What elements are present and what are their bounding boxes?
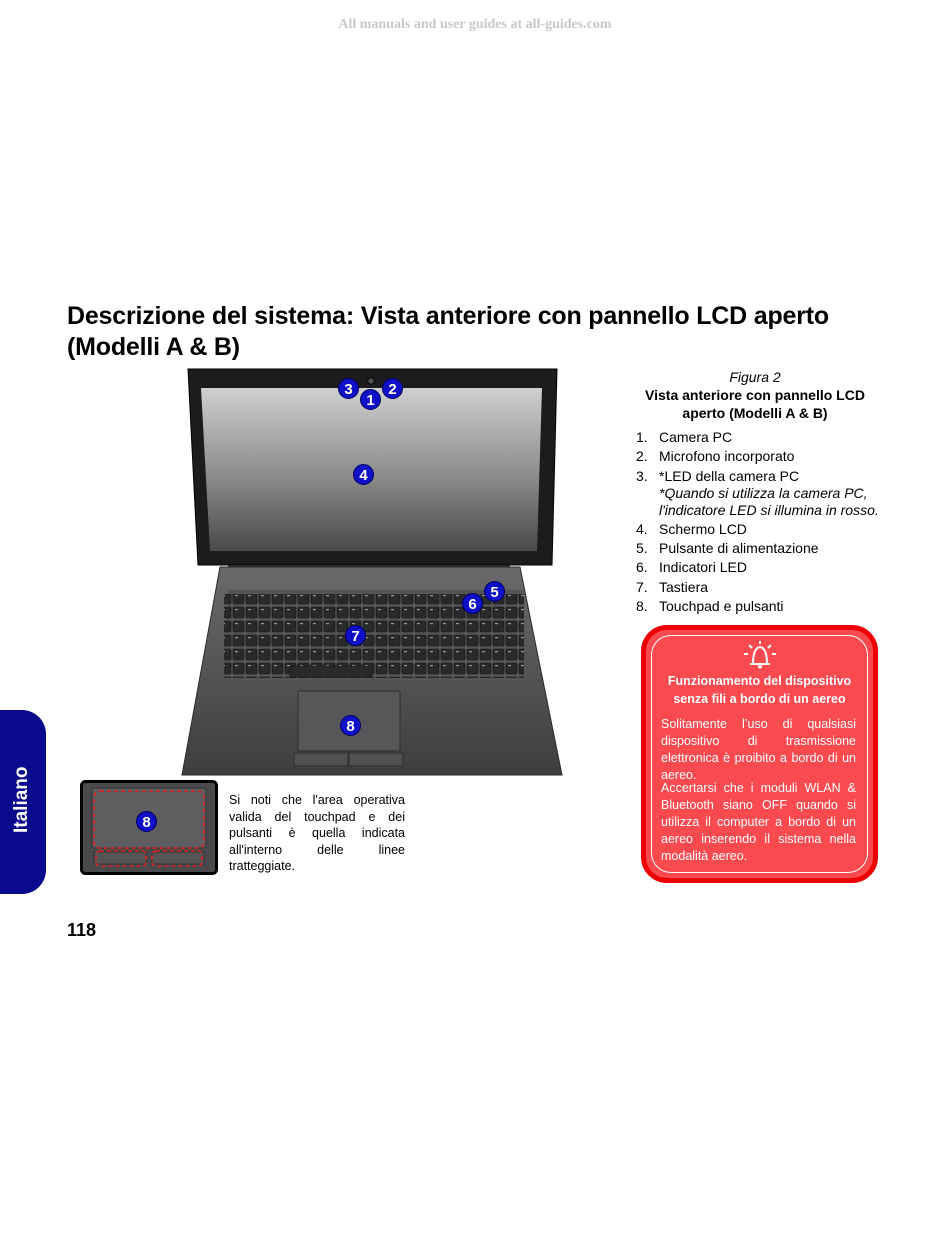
page-number: 118 <box>67 920 97 940</box>
list-item: 4.Schermo LCD <box>636 520 747 537</box>
list-item: 7.Tastiera <box>636 578 709 595</box>
parts-list: 1.Camera PC 2.Microfono incorporato 3. *… <box>636 429 886 617</box>
page-title: Descrizione del sistema: Vista anteriore… <box>67 301 897 363</box>
figure-caption: Figura 2 Vista anteriore con pannello LC… <box>630 369 880 422</box>
camera-led-note-line-1: *Quando si utilizza la camera PC, <box>659 484 868 501</box>
spacebar <box>289 665 373 678</box>
callout-7: 7 <box>345 625 366 646</box>
language-tab: Italiano <box>0 710 46 894</box>
warning-paragraph-1: Solitamente l’uso di qualsiasi dispositi… <box>661 717 856 782</box>
page-title-line-2: (Modelli A & B) <box>67 333 240 361</box>
camera-led-note-line-2: l'indicatore LED si illumina in rosso. <box>659 501 879 518</box>
watermark: All manuals and user guides at all-guide… <box>338 17 612 32</box>
touchpad-note: Si noti che l'area operativa valida del … <box>229 793 405 873</box>
figure-title: Vista anteriore con pannello LCD aperto … <box>630 386 880 422</box>
laptop-illustration <box>181 368 563 776</box>
warning-paragraph-2: Accertarsi che i moduli WLAN & Bluetooth… <box>661 781 856 863</box>
callout-8: 8 <box>340 715 361 736</box>
callout-3: 3 <box>338 378 359 399</box>
callout-5: 5 <box>484 581 505 602</box>
list-item: 5.Pulsante di alimentazione <box>636 540 819 557</box>
language-tab-label: Italiano <box>11 766 32 833</box>
touchpad-inset: 8 <box>80 780 218 875</box>
airplane-warning-box: Funzionamento del dispositivo senza fili… <box>641 625 878 883</box>
warning-title: Funzionamento del dispositivo senza fili… <box>656 672 863 708</box>
list-item: 1.Camera PC <box>636 429 733 445</box>
list-item: 6.Indicatori LED <box>636 559 747 576</box>
warning-title-line-2: senza fili a bordo di un aereo <box>673 692 846 706</box>
callout-1: 1 <box>360 389 381 410</box>
figure-title-line-1: Vista anteriore con pannello LCD <box>645 387 865 403</box>
list-item: 8.Touchpad e pulsanti <box>636 598 784 615</box>
callout-4: 4 <box>353 464 374 485</box>
touchpad-left-button <box>293 752 349 767</box>
page-title-line-1: Descrizione del sistema: Vista anteriore… <box>67 302 829 330</box>
alarm-bell-icon <box>744 641 776 669</box>
laptop-figure: 3 2 1 4 5 6 7 8 <box>180 368 570 778</box>
figure-number: Figura 2 <box>729 369 781 385</box>
figure-title-line-2: aperto (Modelli A & B) <box>682 405 828 421</box>
warning-inner-border <box>651 635 868 873</box>
callout-8-inset: 8 <box>136 811 157 832</box>
touchpad-right-button <box>348 752 404 767</box>
list-item: 3. *LED della camera PC *Quando si utili… <box>636 467 879 518</box>
list-item: 2.Microfono incorporato <box>636 448 795 465</box>
callout-2: 2 <box>382 378 403 399</box>
webcam-lens <box>367 377 375 385</box>
warning-title-line-1: Funzionamento del dispositivo <box>667 674 852 688</box>
callout-6: 6 <box>462 593 483 614</box>
